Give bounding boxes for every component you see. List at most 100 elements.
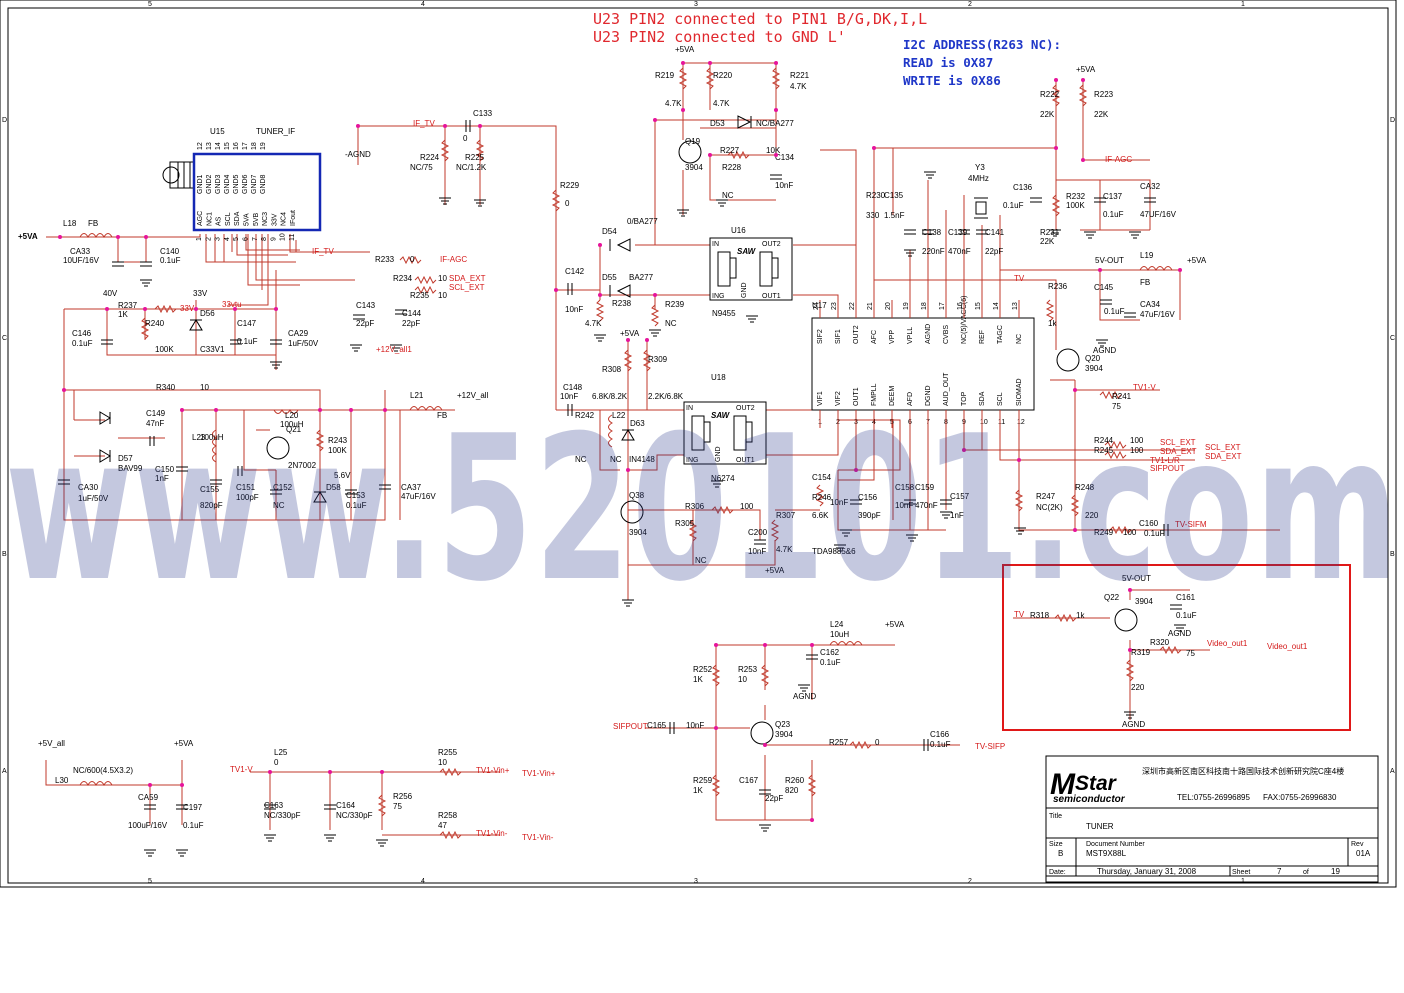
junction-dot: [645, 338, 649, 342]
junction-dot: [763, 743, 767, 747]
junction-dot: [1073, 388, 1077, 392]
component-value: 100K: [328, 446, 347, 455]
u17-pin-num: 18: [921, 302, 928, 310]
component-value: 100: [1130, 446, 1144, 455]
component-ref: C167: [739, 776, 759, 785]
component-ref: R247: [1036, 492, 1056, 501]
tuner-pin-name: SCL: [225, 212, 232, 226]
component-ref: L22: [612, 411, 626, 420]
junction-dot: [774, 108, 778, 112]
border-row-right: B: [1390, 551, 1395, 558]
symbols: [58, 67, 1186, 857]
component-ref: R259: [693, 776, 713, 785]
component-value: 75: [393, 802, 402, 811]
component-value: 3904: [629, 528, 647, 537]
component-ref: R308: [602, 365, 622, 374]
junction-dot: [144, 235, 148, 239]
date-label: Date:: [1049, 869, 1066, 876]
component-value: 0.1uF: [820, 658, 841, 667]
junction-dot: [383, 408, 387, 412]
component-ref: C156: [858, 493, 878, 502]
component-ref: Q19: [685, 137, 701, 146]
junction-dot: [380, 770, 384, 774]
component-value: 100K: [155, 345, 174, 354]
component-value: 1.5nF: [884, 211, 905, 220]
component-ref: CA37: [401, 483, 422, 492]
component-ref: L20: [285, 411, 299, 420]
component-ref: C161: [1176, 593, 1196, 602]
note-2: U23 PIN2 connected to GND L': [593, 28, 846, 46]
power-40v: 40V: [103, 289, 118, 298]
power-5va-top: +5VA: [675, 45, 695, 54]
u17-pin-name: OUT1: [853, 387, 860, 406]
tuner-pin-name: GND7: [251, 174, 258, 194]
u17-ic-body: [811, 317, 1035, 411]
junction-dot: [1081, 158, 1085, 162]
component-value: NC/600(4.5X3.2): [73, 766, 133, 775]
u17-pin-num: 10: [980, 419, 988, 426]
u17-pin-num: 23: [831, 302, 838, 310]
power-5va-top-right: +5VA: [1076, 65, 1096, 74]
component-value: 10nF: [748, 547, 766, 556]
component-value: 0: [410, 255, 415, 264]
tuner-pin-num: 3: [215, 237, 222, 241]
component-value: 0.1uF: [72, 339, 93, 348]
net-sda-ext-r: SDA_EXT: [1160, 447, 1197, 456]
ground-symbol: [1084, 231, 1096, 239]
component-value: 0: [463, 134, 468, 143]
component-ref: L23: [192, 433, 206, 442]
saw-pin-ing: ING: [686, 457, 698, 464]
u17-pin-name: SCL: [997, 392, 1004, 406]
u17-pin-name: SIF1: [835, 329, 842, 344]
power-5va-r: +5VA: [1187, 256, 1207, 265]
component-value: 0: [875, 738, 880, 747]
tuner-pin-num: 14: [215, 142, 222, 150]
note-1: U23 PIN2 connected to PIN1 B/G,DK,I,L: [593, 10, 927, 28]
tuner-pin-num: 2: [205, 237, 212, 241]
power-5v-out-2: 5V-OUT: [1122, 574, 1151, 583]
component-ref: C137: [1103, 192, 1123, 201]
component-ref: D53: [710, 119, 725, 128]
component-ref: D54: [602, 227, 617, 236]
net-video-out: Video_out1: [1207, 639, 1248, 648]
net-33v: 33V: [180, 304, 195, 313]
junction-dot: [1054, 78, 1058, 82]
component-ref: Q22: [1104, 593, 1120, 602]
component-ref: C140: [160, 247, 180, 256]
tuner-pin-name: 5VA: [244, 213, 251, 226]
component-ref: Q38: [629, 491, 645, 500]
component-ref: R305: [675, 519, 695, 528]
junction-dot: [233, 307, 237, 311]
component-value: 4MHz: [968, 174, 989, 183]
component-ref: R236: [1048, 282, 1068, 291]
ground-symbol: [1174, 624, 1186, 632]
tuner-pin-name: 5VB: [253, 212, 260, 226]
component-value: 22pF: [356, 319, 374, 328]
junction-dot: [116, 235, 120, 239]
component-value: 100uH: [200, 433, 224, 442]
component-ref: U16: [731, 226, 746, 235]
component-ref: R242: [575, 411, 595, 420]
component-ref: R232: [1066, 192, 1086, 201]
u17-pins: SIF224SIF123OUT222AFC21VPP20VPLL19AGND18…: [813, 296, 1025, 428]
junction-dot: [554, 288, 558, 292]
tuner-pin-num: 15: [224, 142, 231, 150]
component-ref: C147: [237, 319, 257, 328]
border-col-top: 2: [968, 1, 972, 8]
tuner-u15: GND112GND213GND314GND415GND516GND617GND7…: [192, 127, 322, 241]
component-value: TDA9885&6: [812, 547, 856, 556]
u17-pin-name: AFC: [871, 330, 878, 344]
component-value: N6274: [711, 474, 735, 483]
component-value: 1K: [693, 675, 703, 684]
ground-symbol: [376, 839, 388, 847]
component-value: 1nF: [950, 511, 964, 520]
junction-dot: [143, 307, 147, 311]
component-ref: R307: [776, 511, 796, 520]
tuner-agnd: -AGND: [345, 150, 371, 159]
component-ref: R224: [420, 153, 440, 162]
component-value: 220: [1131, 683, 1145, 692]
ground-symbol: [906, 534, 918, 542]
junction-dot: [962, 448, 966, 452]
power-33v: 33V: [193, 289, 208, 298]
net-33vtu: 33vtu: [222, 300, 242, 309]
